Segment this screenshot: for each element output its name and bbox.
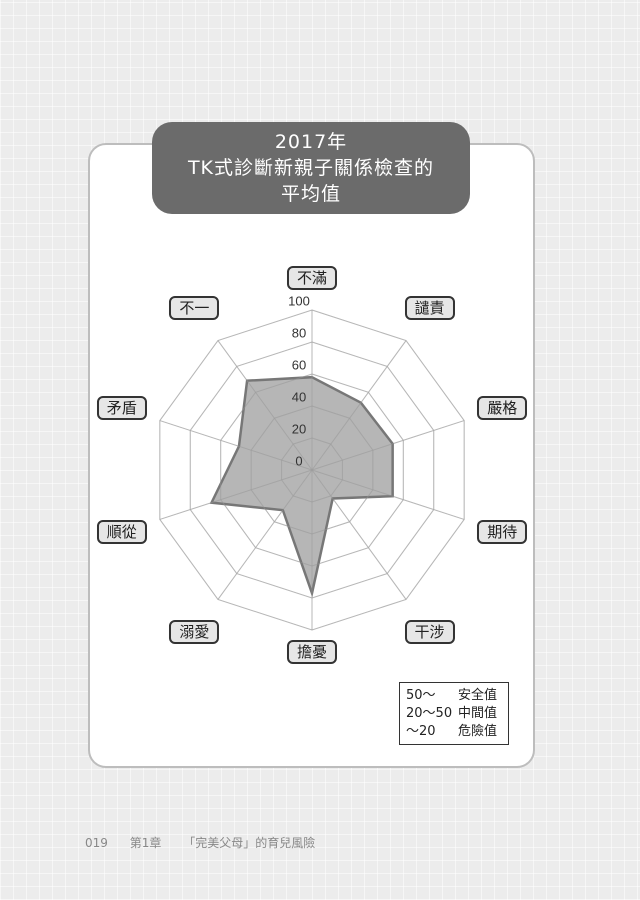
tick-label: 20 bbox=[291, 421, 307, 437]
axis-label: 溺愛 bbox=[169, 619, 220, 644]
chapter-title: 「完美父母」的育兒風險 bbox=[183, 836, 316, 850]
tick-label: 100 bbox=[288, 293, 310, 309]
axis-label: 擔憂 bbox=[286, 640, 338, 664]
page-footer: 019 第1章 「完美父母」的育兒風險 bbox=[85, 834, 333, 851]
radar-grid bbox=[159, 309, 465, 631]
tick-label: 0 bbox=[295, 453, 303, 469]
legend-row: 50〜安全值 bbox=[406, 688, 498, 703]
axis-label: 不一 bbox=[169, 296, 220, 321]
axis-label: 干涉 bbox=[404, 619, 455, 644]
axis-label: 期待 bbox=[477, 519, 528, 544]
tick-label: 40 bbox=[291, 389, 307, 405]
tick-label: 60 bbox=[291, 357, 307, 373]
chart-title: 2017年 TK式診斷新親子關係檢查的 平均值 bbox=[152, 122, 470, 214]
axis-label: 嚴格 bbox=[477, 396, 528, 421]
tick-label: 80 bbox=[291, 325, 307, 341]
axis-label: 不滿 bbox=[286, 266, 338, 290]
axis-label: 順從 bbox=[96, 519, 147, 544]
title-line-1: 2017年 bbox=[274, 131, 348, 153]
axis-label: 譴責 bbox=[404, 296, 455, 321]
page-number: 019 bbox=[85, 836, 108, 850]
data-polygon bbox=[209, 375, 394, 598]
axis-label: 矛盾 bbox=[96, 396, 147, 421]
title-line-3: 平均值 bbox=[280, 183, 341, 205]
title-line-2: TK式診斷新親子關係檢查的 bbox=[187, 157, 435, 179]
chapter-label: 第1章 bbox=[129, 836, 162, 850]
